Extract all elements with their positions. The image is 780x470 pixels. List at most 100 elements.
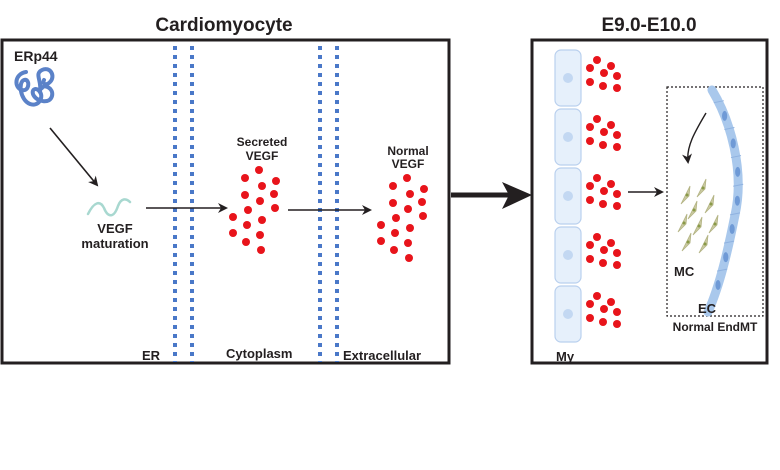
vegf-dot: [593, 233, 601, 241]
vegf-dot: [377, 237, 385, 245]
endothelial-nucleus: [730, 138, 736, 149]
vegf-dot: [243, 221, 251, 229]
mesenchymal-nucleus: [685, 193, 689, 197]
endothelial-nucleus: [715, 279, 721, 290]
vegf-dot: [607, 239, 615, 247]
vegf-dot: [404, 239, 412, 247]
vegf-dot: [420, 185, 428, 193]
vegf-dot: [593, 292, 601, 300]
mesenchymal-nucleus: [709, 202, 713, 206]
endothelial-junction: [730, 155, 742, 159]
vegf-dot: [586, 78, 594, 86]
cardiomyocyte-panel: Cardiomyocyte ERp44 VEGF maturation Secr…: [0, 15, 451, 365]
vegf-dot: [607, 180, 615, 188]
vegf-dot: [593, 174, 601, 182]
erp44-protein-icon: [14, 67, 55, 107]
vegf-dot: [593, 56, 601, 64]
vegf-dot: [241, 191, 249, 199]
embryonic-stage-panel: E9.0-E10.0 My MC EC Normal EndMT: [530, 15, 769, 365]
vegf-dot: [599, 82, 607, 90]
myocardium-label: My: [556, 349, 575, 364]
vegf-dot: [586, 241, 594, 249]
normal-vegf-label-line2: VEGF: [392, 157, 425, 171]
plasma-membrane: [318, 46, 339, 362]
vegf-dot: [256, 197, 264, 205]
vegf-dot: [244, 206, 252, 214]
endothelial-nuclei: [713, 100, 744, 290]
vegf-dot: [418, 198, 426, 206]
vegf-dot: [586, 300, 594, 308]
vegf-dot: [403, 174, 411, 182]
secreted-vegf-label-line1: Secreted: [237, 135, 288, 149]
vegf-dot: [599, 318, 607, 326]
vegf-maturation-label-line2: maturation: [81, 236, 148, 251]
vegf-dot: [586, 255, 594, 263]
vegf-dot: [613, 308, 621, 316]
vegf-dot: [586, 64, 594, 72]
vegf-dot: [586, 137, 594, 145]
vegf-dot: [613, 202, 621, 210]
vegf-dot: [586, 123, 594, 131]
vegf-dot: [600, 246, 608, 254]
vegf-dot: [600, 128, 608, 136]
vegf-dot: [599, 200, 607, 208]
endothelial-nucleus: [729, 224, 735, 235]
endothelial-junction: [729, 212, 741, 216]
myocyte-nucleus: [563, 73, 573, 83]
mesenchymal-nucleus: [682, 221, 686, 225]
vegf-dot: [607, 298, 615, 306]
vegf-dot: [271, 204, 279, 212]
transition-arrow-head: [502, 182, 532, 209]
vegf-dot: [242, 238, 250, 246]
vegf-dot: [257, 246, 265, 254]
vegf-dot: [404, 205, 412, 213]
er-label: ER: [142, 348, 161, 363]
vegf-dot: [270, 190, 278, 198]
vegf-dot: [613, 190, 621, 198]
secreted-vegf-label-line2: VEGF: [246, 149, 279, 163]
myocyte-nucleus: [563, 250, 573, 260]
endothelial-junction: [733, 183, 744, 187]
vegf-dot: [593, 115, 601, 123]
vegf-dot: [229, 213, 237, 221]
endothelial-junction: [713, 100, 724, 104]
erp44-label: ERp44: [14, 48, 58, 64]
cytoplasm-label: Cytoplasm: [226, 346, 292, 361]
myocardium-cells: [554, 49, 582, 343]
myocyte-nucleus: [563, 132, 573, 142]
secreted-vegf-cluster: [229, 166, 280, 254]
vegf-dot: [600, 305, 608, 313]
vegf-dot: [377, 221, 385, 229]
vegf-dot: [599, 259, 607, 267]
mesenchymal-nucleus: [703, 242, 707, 246]
vegf-dot: [607, 121, 615, 129]
myocardium-vegf-dots: [586, 56, 621, 328]
er-membrane: [173, 46, 194, 362]
vegf-dot: [406, 190, 414, 198]
vegf-dot: [229, 229, 237, 237]
vegf-dot: [255, 166, 263, 174]
endothelial-junction: [717, 268, 728, 272]
vegf-dot: [241, 174, 249, 182]
vegf-dot: [613, 261, 621, 269]
vegf-dot: [256, 231, 264, 239]
mesenchymal-label: MC: [674, 264, 695, 279]
endothelial-label: EC: [698, 301, 717, 316]
cardiomyocyte-title: Cardiomyocyte: [155, 15, 292, 36]
myocyte-nucleus: [563, 191, 573, 201]
vegf-dot: [272, 177, 280, 185]
endothelial-junction: [724, 127, 735, 131]
normal-vegf-label-line1: Normal: [387, 144, 428, 158]
vegf-dot: [586, 182, 594, 190]
normal-endmt-label: Normal EndMT: [673, 320, 758, 334]
myocyte-nucleus: [563, 309, 573, 319]
mesenchymal-nucleus: [713, 222, 717, 226]
vegf-dot: [258, 182, 266, 190]
vegf-dot: [613, 320, 621, 328]
vegf-dot: [600, 69, 608, 77]
erp44-to-vegf-arrow: [49, 127, 99, 187]
vegf-dot: [613, 72, 621, 80]
panel-transition-arrow: [451, 182, 532, 209]
vegf-dot: [391, 229, 399, 237]
